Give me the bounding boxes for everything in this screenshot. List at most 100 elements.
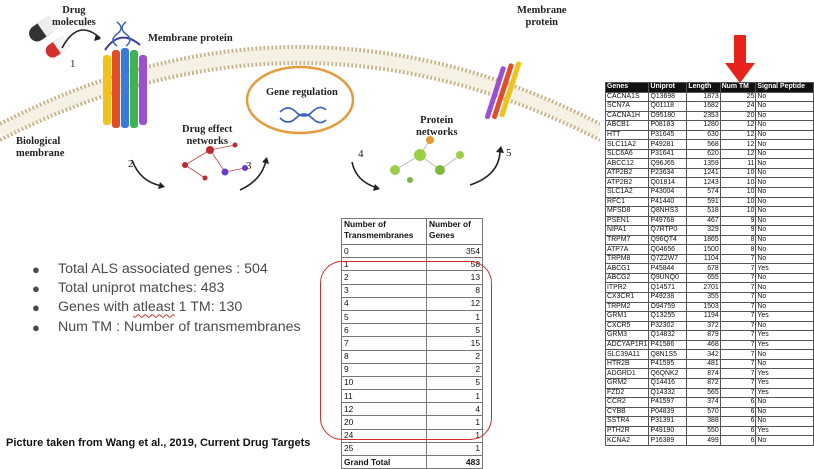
step-4: 4 xyxy=(358,148,364,160)
signal-peptide-cell: No xyxy=(755,320,814,332)
num-tm-cell: 11 xyxy=(719,158,757,169)
gene-cell: SCN7A xyxy=(604,101,650,112)
num-tm-cell: 20 xyxy=(719,110,757,122)
signal-peptide-cell: No xyxy=(755,177,814,188)
gene-cell: ADGRD1 xyxy=(604,368,650,379)
tm-count-cell: 24 xyxy=(341,428,427,443)
gene-cell: CACNA1H xyxy=(604,110,650,122)
tm-count-cell: 0 xyxy=(341,243,427,259)
num-tm-cell: 12 xyxy=(719,148,757,160)
num-tm-cell: 24 xyxy=(719,101,757,112)
uniprot-cell: Q14332 xyxy=(648,387,688,399)
uniprot-cell: Q7RTP0 xyxy=(648,225,688,236)
uniprot-cell: P45844 xyxy=(648,263,688,274)
table-header-cell: Number of Transmembranes xyxy=(341,218,427,245)
length-cell: 467 xyxy=(686,215,721,227)
gene-count-cell: 13 xyxy=(426,270,483,285)
signal-peptide-cell: Yes xyxy=(755,263,814,274)
tm-count-cell: 6 xyxy=(341,323,427,338)
gene-cell: MFSD8 xyxy=(604,206,650,217)
gene-count-cell: 4 xyxy=(426,402,483,417)
gene-cell: SLC6A6 xyxy=(604,148,650,160)
gene-cell: RFC1 xyxy=(604,196,650,208)
membrane-protein-right-icon xyxy=(484,61,522,120)
membrane-diagram xyxy=(0,15,603,191)
tm-count-cell: 7 xyxy=(341,336,427,351)
tm-count-cell: 10 xyxy=(341,375,427,391)
gene-cell: FZD2 xyxy=(604,387,650,399)
red-down-arrow-icon xyxy=(725,35,755,83)
table-header-cell: Uniprot xyxy=(648,82,688,93)
length-cell: 499 xyxy=(686,435,721,446)
length-cell: 872 xyxy=(686,377,721,389)
gene-cell: CCR2 xyxy=(604,397,650,408)
gene-cell: GRM1 xyxy=(604,311,650,322)
num-tm-cell: 7 xyxy=(719,377,757,389)
signal-peptide-cell: No xyxy=(755,158,814,169)
gene-cell: CYBB xyxy=(604,406,650,418)
gene-cell: ABCG2 xyxy=(604,272,650,284)
length-cell: 1503 xyxy=(686,301,721,313)
signal-peptide-cell: No xyxy=(755,358,814,370)
num-tm-cell: 7 xyxy=(719,311,757,322)
pathway-illustration: Drug molecules Membrane protein Biologic… xyxy=(0,0,603,215)
signal-peptide-cell: No xyxy=(755,101,814,112)
gene-cell: SLC1A2 xyxy=(604,187,650,198)
length-cell: 620 xyxy=(686,148,721,160)
gene-count-cell: 5 xyxy=(426,323,483,338)
tm-count-cell: 8 xyxy=(341,349,427,364)
signal-peptide-cell: No xyxy=(755,282,814,294)
length-cell: 518 xyxy=(686,206,721,217)
gene-count-cell: 1 xyxy=(426,415,483,430)
num-tm-cell: 8 xyxy=(719,244,757,255)
num-tm-cell: 25 xyxy=(719,91,757,103)
gene-cell: TRPM7 xyxy=(604,234,650,246)
gene-count-cell: 1 xyxy=(426,309,483,325)
length-cell: 655 xyxy=(686,272,721,284)
signal-peptide-cell: No xyxy=(755,225,814,236)
signal-peptide-cell: Yes xyxy=(755,339,814,351)
table-header-cell: Signal Peptide xyxy=(755,82,814,93)
length-cell: 630 xyxy=(686,129,721,141)
length-cell: 342 xyxy=(686,349,721,360)
membrane-outer-heads xyxy=(0,45,601,126)
length-cell: 1243 xyxy=(686,177,721,188)
uniprot-cell: O94759 xyxy=(648,301,688,313)
uniprot-cell: P31645 xyxy=(648,129,688,141)
length-cell: 329 xyxy=(686,225,721,236)
uniprot-cell: P16389 xyxy=(648,435,688,446)
label-biological-membrane: Biological membrane xyxy=(16,136,65,159)
arrow-3 xyxy=(239,159,267,191)
length-cell: 879 xyxy=(686,330,721,341)
gene-count-cell: 2 xyxy=(426,362,483,377)
num-tm-cell: 6 xyxy=(719,416,757,427)
length-cell: 568 xyxy=(686,139,721,150)
signal-peptide-cell: Yes xyxy=(755,368,814,379)
uniprot-cell: P49281 xyxy=(648,139,688,150)
num-tm-cell: 12 xyxy=(719,129,757,141)
dna-icon-left xyxy=(112,21,131,47)
uniprot-cell: Q13255 xyxy=(648,311,688,322)
gene-cell: ATP2B2 xyxy=(604,177,650,188)
num-tm-cell: 6 xyxy=(719,406,757,418)
